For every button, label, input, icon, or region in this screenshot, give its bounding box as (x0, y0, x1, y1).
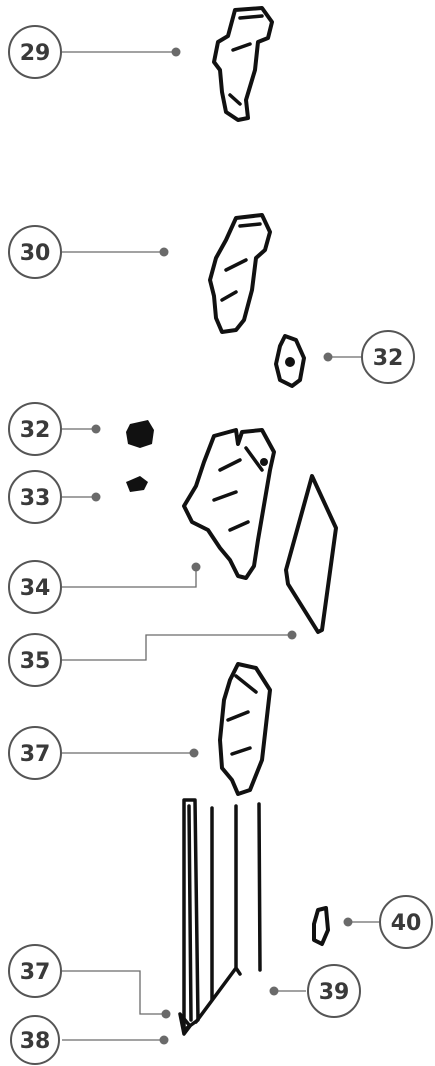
callout-label: 38 (20, 1029, 51, 1054)
callout-29: 29 (8, 25, 62, 79)
callout-33: 33 (8, 470, 62, 524)
callout-39: 39 (307, 964, 361, 1018)
callout-label: 32 (20, 418, 51, 443)
part-40 (312, 906, 330, 946)
callout-label: 30 (20, 241, 51, 266)
callout-40: 40 (379, 895, 433, 949)
callout-label: 34 (20, 576, 51, 601)
callout-label: 37 (20, 960, 51, 985)
callout-label: 29 (20, 41, 51, 66)
part-37-upper (218, 662, 272, 796)
callout-30: 30 (8, 225, 62, 279)
callout-label: 40 (391, 911, 422, 936)
part-32-left (126, 420, 154, 448)
leader-lines (62, 51, 380, 1041)
callout-label: 37 (20, 742, 51, 767)
callout-37-lower: 37 (8, 944, 62, 998)
part-34 (182, 428, 276, 580)
part-29 (212, 6, 274, 122)
callout-label: 35 (20, 649, 51, 674)
callout-32-left: 32 (8, 402, 62, 456)
callout-label: 33 (20, 486, 51, 511)
leader-dots (91, 47, 353, 1045)
part-39 (257, 802, 262, 972)
part-37-38-rail (178, 798, 242, 1036)
callout-35: 35 (8, 633, 62, 687)
part-33 (126, 476, 148, 492)
callout-34: 34 (8, 560, 62, 614)
part-30 (208, 213, 272, 334)
callout-label: 39 (319, 980, 350, 1005)
callout-label: 32 (373, 346, 404, 371)
leader-35 (62, 634, 292, 661)
callout-32-right: 32 (361, 330, 415, 384)
leader-34 (62, 568, 197, 588)
callout-37-upper: 37 (8, 726, 62, 780)
part-35 (284, 474, 338, 634)
part-32-right (274, 334, 306, 388)
leader-37-lower (62, 970, 166, 1015)
callout-38: 38 (10, 1015, 60, 1065)
